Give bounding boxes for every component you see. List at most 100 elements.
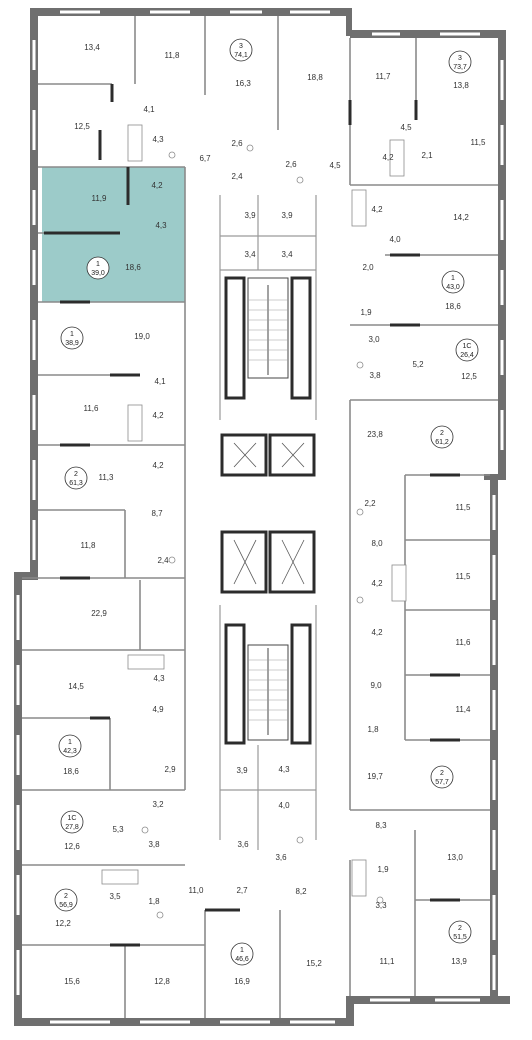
- room-area: 11,5: [456, 503, 472, 512]
- room-area: 4,2: [371, 628, 383, 637]
- room-area: 15,2: [306, 959, 322, 968]
- room-area: 4,3: [155, 221, 167, 230]
- windows: [16, 10, 504, 1024]
- apartment-rooms: 2: [440, 430, 444, 437]
- room-area: 12,5: [74, 122, 90, 131]
- room-area: 11,4: [456, 705, 472, 714]
- apartment-area: 43,0: [446, 284, 460, 291]
- room-area: 4,2: [151, 181, 163, 190]
- apartment-area: 42,3: [63, 748, 77, 755]
- room-area: 8,7: [151, 509, 163, 518]
- room-area: 15,6: [64, 977, 80, 986]
- apartment-badge[interactable]: 138,9: [60, 326, 84, 350]
- room-area: 16,3: [235, 79, 251, 88]
- apartment-area: 51,5: [453, 934, 467, 941]
- apartment-area: 61,3: [69, 480, 83, 487]
- apartment-badge[interactable]: 1С 26,4: [455, 338, 479, 362]
- apartment-badge[interactable]: 257,7: [430, 765, 454, 789]
- room-area: 2,4: [231, 172, 243, 181]
- apartment-badge[interactable]: 142,3: [58, 734, 82, 758]
- room-area: 18,6: [125, 263, 141, 272]
- apartment-badge[interactable]: 373,7: [448, 50, 472, 74]
- apartment-rooms: 2: [440, 770, 444, 777]
- apartment-area: 26,4: [460, 352, 474, 359]
- room-area: 1,9: [377, 865, 389, 874]
- toilets: [141, 144, 384, 919]
- apartment-area: 56,9: [59, 902, 73, 909]
- room-area: 3,9: [244, 211, 256, 220]
- outer-walls: [14, 8, 510, 1026]
- room-area: 3,8: [148, 840, 160, 849]
- room-area: 18,8: [307, 73, 323, 82]
- apartment-rooms: 1: [240, 947, 244, 954]
- apartment-badge[interactable]: 146,6: [230, 942, 254, 966]
- room-area: 8,3: [375, 821, 387, 830]
- room-area: 9,0: [370, 681, 382, 690]
- apartment-rooms: 1С: [68, 815, 77, 822]
- room-area: 4,2: [382, 153, 394, 162]
- room-area: 3,2: [152, 800, 164, 809]
- room-area: 2,4: [157, 556, 169, 565]
- apartment-rooms: 3: [458, 55, 462, 62]
- room-area: 5,2: [412, 360, 424, 369]
- room-area: 4,9: [152, 705, 164, 714]
- room-area: 3,3: [375, 901, 387, 910]
- room-area: 2,6: [285, 160, 297, 169]
- room-area: 11,8: [165, 51, 181, 60]
- room-area: 11,8: [81, 541, 97, 550]
- apartment-area: 46,6: [235, 956, 249, 963]
- room-area: 4,1: [143, 105, 155, 114]
- room-area: 8,0: [371, 539, 383, 548]
- apartment-badge[interactable]: 256,9: [54, 888, 78, 912]
- apartment-badge[interactable]: 1С 27,8: [60, 810, 84, 834]
- apartment-badge[interactable]: 143,0: [441, 270, 465, 294]
- apartment-rooms: 1: [68, 739, 72, 746]
- room-area: 4,3: [153, 674, 165, 683]
- room-area: 2,9: [164, 765, 176, 774]
- room-area: 2,1: [421, 151, 433, 160]
- apartment-area: 27,8: [65, 824, 79, 831]
- elevators-small: [220, 433, 316, 477]
- apartment-area: 73,7: [453, 64, 467, 71]
- apartment-rooms: 2: [458, 925, 462, 932]
- room-area: 18,6: [445, 302, 461, 311]
- apartment-badge[interactable]: 251,5: [448, 920, 472, 944]
- room-area: 1,8: [367, 725, 379, 734]
- apartment-rooms: 1: [96, 261, 100, 268]
- room-area: 4,5: [400, 123, 412, 132]
- apartment-badge[interactable]: 261,3: [64, 466, 88, 490]
- room-area: 2,6: [231, 139, 243, 148]
- room-area: 8,2: [295, 887, 307, 896]
- apartment-badge[interactable]: 374,1: [229, 38, 253, 62]
- apartment-badge[interactable]: 139,0: [86, 256, 110, 280]
- apartment-area: 74,1: [234, 52, 248, 59]
- stairwell-top: [224, 276, 312, 400]
- room-area: 1,9: [360, 308, 372, 317]
- bathtubs: [101, 124, 407, 897]
- room-labels: 13,4 11,8 16,3 18,8 11,7 13,8 12,5 4,1 4…: [55, 43, 486, 986]
- room-area: 12,2: [55, 919, 71, 928]
- room-area: 3,5: [109, 892, 121, 901]
- room-area: 4,2: [152, 411, 164, 420]
- apartment-rooms: 2: [74, 471, 78, 478]
- structural-walls: [44, 84, 460, 947]
- room-area: 14,5: [68, 682, 84, 691]
- room-area: 19,0: [134, 332, 150, 341]
- apartment-rooms: 1С: [463, 343, 472, 350]
- room-area: 23,8: [367, 430, 383, 439]
- room-area: 6,7: [199, 154, 211, 163]
- room-area: 3,9: [281, 211, 293, 220]
- room-area: 2,0: [362, 263, 374, 272]
- room-area: 11,9: [92, 194, 108, 203]
- apartment-rooms: 1: [451, 275, 455, 282]
- apartment-rooms: 2: [64, 893, 68, 900]
- room-area: 3,6: [237, 840, 249, 849]
- room-area: 22,9: [91, 609, 107, 618]
- room-area: 2,7: [236, 886, 248, 895]
- room-area: 19,7: [367, 772, 383, 781]
- room-area: 13,4: [84, 43, 100, 52]
- apartment-badge[interactable]: 261,2: [430, 425, 454, 449]
- room-area: 4,5: [329, 161, 341, 170]
- room-area: 4,2: [371, 205, 383, 214]
- room-area: 3,8: [369, 371, 381, 380]
